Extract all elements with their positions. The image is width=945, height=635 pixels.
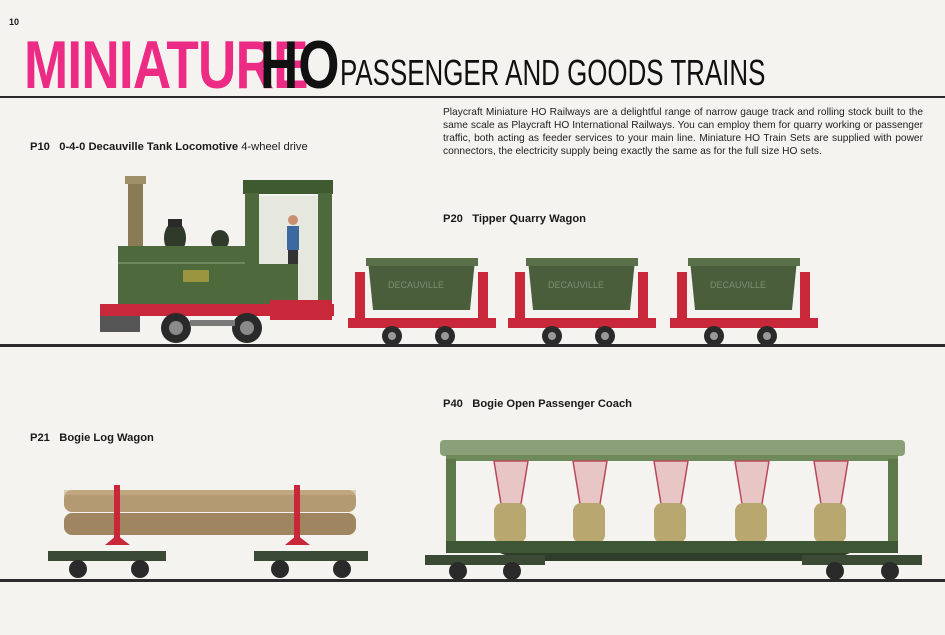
- caption-p40-code: P40: [443, 398, 463, 410]
- header-divider: [0, 96, 945, 98]
- caption-p21: P21 Bogie Log Wagon: [30, 432, 154, 444]
- title-subtitle: PASSENGER AND GOODS TRAINS: [340, 52, 766, 93]
- page-number: 10: [9, 17, 20, 27]
- tipper-wagon-1: DECAUVILLE: [348, 258, 496, 346]
- caption-p21-name: Bogie Log Wagon: [59, 432, 154, 444]
- tipper-wagon-2: DECAUVILLE: [508, 258, 656, 346]
- wagon-1-lettering: DECAUVILLE: [388, 280, 444, 290]
- passenger-coach-illustration: [425, 440, 922, 580]
- title-ho: HO: [260, 27, 340, 103]
- caption-p10-code: P10: [30, 141, 50, 153]
- caption-p40-name: Bogie Open Passenger Coach: [472, 398, 633, 410]
- wagon-2-lettering: DECAUVILLE: [548, 280, 604, 290]
- caption-p20: P20 Tipper Quarry Wagon: [443, 213, 586, 225]
- caption-p10: P10 0-4-0 Decauville Tank Locomotive 4-w…: [30, 141, 308, 153]
- wagon-3-lettering: DECAUVILLE: [710, 280, 766, 290]
- locomotive-illustration: [100, 176, 334, 343]
- lower-rolling-stock-photo: [48, 440, 922, 580]
- caption-p40: P40 Bogie Open Passenger Coach: [443, 398, 632, 410]
- upper-train-photo: DECAUVILLE DECAUVILLE DECAUVILLE: [100, 176, 818, 346]
- caption-p20-code: P20: [443, 213, 463, 225]
- caption-p21-code: P21: [30, 432, 50, 444]
- intro-paragraph: Playcraft Miniature HO Railways are a de…: [443, 107, 923, 157]
- caption-p20-name: Tipper Quarry Wagon: [472, 213, 586, 225]
- caption-p10-note: 4-wheel drive: [241, 141, 308, 153]
- title-miniature: MINIATURE: [24, 27, 308, 103]
- caption-p10-name: 0-4-0 Decauville Tank Locomotive: [59, 141, 239, 153]
- bottom-divider: [0, 579, 945, 582]
- tipper-wagon-3: DECAUVILLE: [670, 258, 818, 346]
- log-wagon-illustration: [48, 485, 368, 578]
- middle-divider: [0, 344, 945, 347]
